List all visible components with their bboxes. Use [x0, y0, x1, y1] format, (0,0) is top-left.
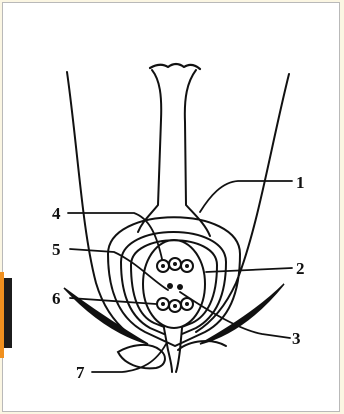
label-4: 4: [52, 204, 61, 223]
style-left: [138, 70, 161, 232]
label-2: 2: [296, 259, 305, 278]
leader-5: [70, 249, 168, 290]
micropyle-left: [164, 328, 172, 372]
label-6: 6: [52, 289, 61, 308]
label-7: 7: [76, 363, 85, 382]
leader-1: [200, 181, 292, 212]
polar-nucleus: [177, 284, 183, 290]
embryo-sac: [143, 240, 205, 328]
label-3: 3: [292, 329, 301, 348]
ovary-outer: [108, 217, 240, 346]
leader-2: [206, 268, 292, 272]
polar-nucleus: [167, 283, 173, 289]
label-1: 1: [296, 173, 305, 192]
label-5: 5: [52, 240, 61, 259]
style-right: [185, 70, 210, 236]
integument-outer: [121, 232, 226, 334]
stigma: [150, 64, 200, 69]
